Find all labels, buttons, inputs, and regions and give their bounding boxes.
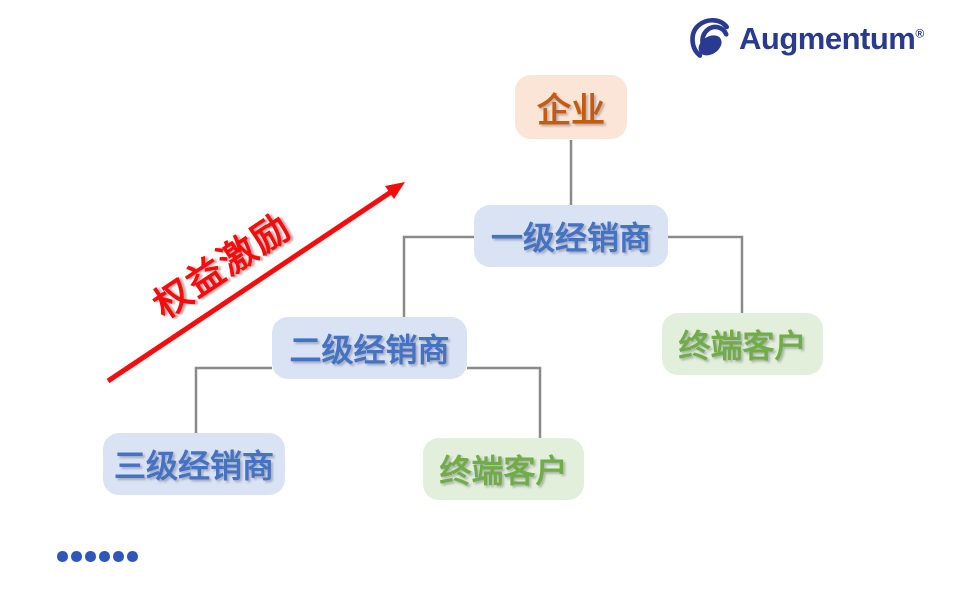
registered-mark: ® <box>915 26 924 41</box>
node-tier3-label: 三级经销商 <box>113 448 274 484</box>
continuation-ellipsis <box>57 551 138 562</box>
connector-lines <box>194 140 744 438</box>
node-end-customer-1: 终端客户 <box>423 438 584 500</box>
ellipsis-dot <box>57 551 68 562</box>
node-end-customer-2: 终端客户 <box>662 313 823 375</box>
ellipsis-dot <box>71 551 82 562</box>
node-end-customer-2-label: 终端客户 <box>678 328 807 364</box>
connector-tier1-tier2 <box>402 235 474 317</box>
ellipsis-dot <box>113 551 124 562</box>
node-end-customer-1-label: 终端客户 <box>439 453 568 489</box>
swirl-logo-icon <box>690 17 729 58</box>
ellipsis-dot <box>85 551 96 562</box>
node-enterprise: 企业 <box>515 75 627 139</box>
augmentum-logo: Augmentum® <box>687 16 924 62</box>
ellipsis-dot <box>99 551 110 562</box>
ellipsis-dot <box>127 551 138 562</box>
connector-tier1-endcustomer2 <box>668 235 744 313</box>
node-enterprise-label: 企业 <box>537 91 605 130</box>
connector-tier2-endcustomer1 <box>467 366 542 438</box>
incentive-arrow-head <box>385 182 405 199</box>
node-tier2-label: 二级经销商 <box>289 332 450 368</box>
node-tier1-distributor: 一级经销商 <box>474 205 668 267</box>
node-tier1-label: 一级经销商 <box>490 220 651 256</box>
logo-wordmark: Augmentum® <box>739 21 924 56</box>
connector-tier2-tier3 <box>194 366 272 433</box>
node-tier3-distributor: 三级经销商 <box>103 433 285 495</box>
node-tier2-distributor: 二级经销商 <box>272 317 467 379</box>
